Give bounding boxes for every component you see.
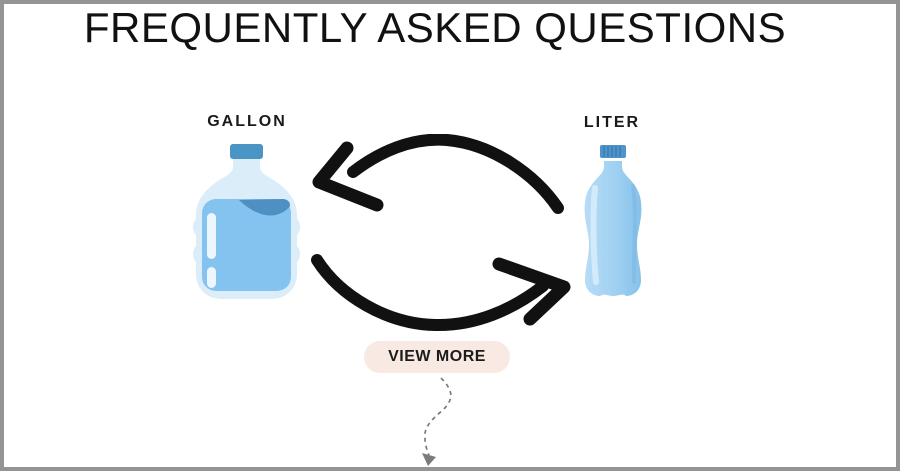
liter-label: LITER [583,114,641,131]
gallon-label: GALLON [207,113,287,130]
gallon-jug-icon [193,144,300,299]
view-more-button[interactable]: VIEW MORE [364,341,510,373]
swap-arrows-icon [311,134,571,332]
liter-bottle-icon [584,145,642,296]
dashed-down-arrow-icon [422,377,452,466]
page-title: FREQUENTLY ASKED QUESTIONS [83,4,787,51]
